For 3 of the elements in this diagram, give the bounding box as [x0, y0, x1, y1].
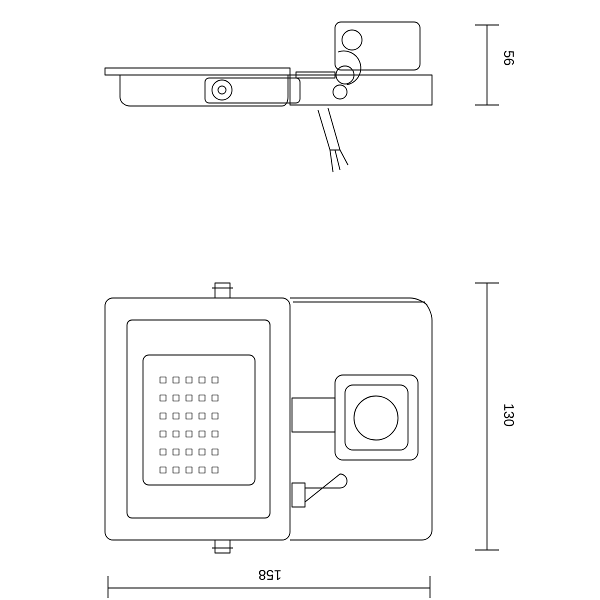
dimension-label: 130	[504, 404, 514, 426]
dimension-label: 158	[258, 570, 281, 580]
dimension-label: 56	[504, 50, 514, 66]
